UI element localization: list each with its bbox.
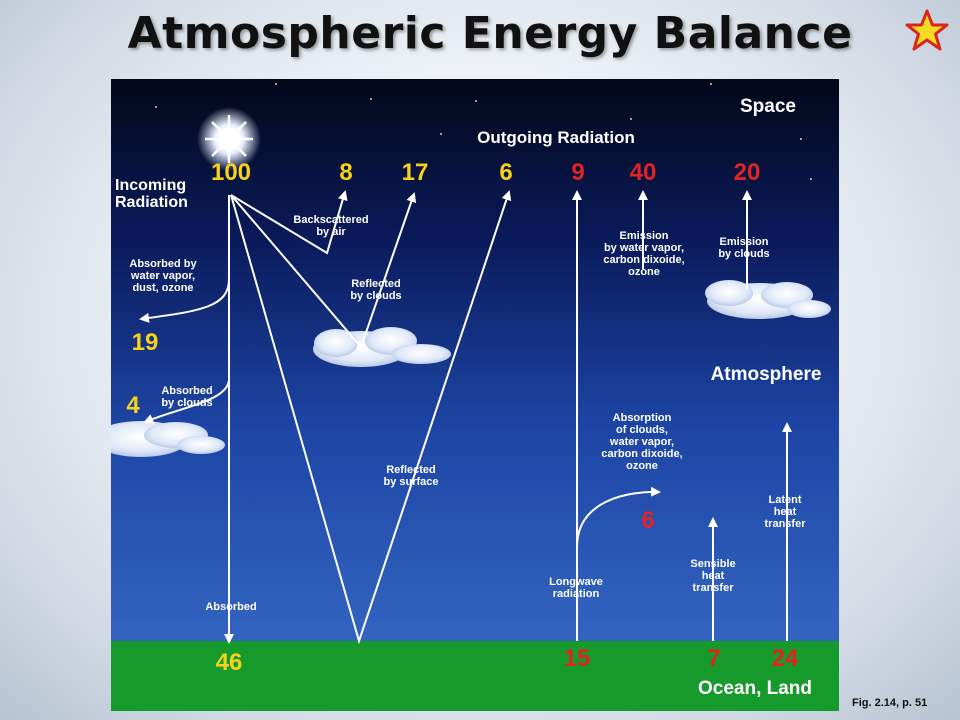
absorbed-vapor-label: Absorbed by water vapor, dust, ozone bbox=[129, 258, 197, 294]
star-icon[interactable] bbox=[904, 8, 950, 54]
diagram-graphics bbox=[111, 83, 831, 645]
value-longwave: 15 bbox=[563, 645, 591, 672]
value-reflected-surface: 6 bbox=[499, 159, 513, 186]
star-field bbox=[155, 83, 812, 190]
value-sensible: 7 bbox=[707, 645, 721, 672]
ground-band bbox=[111, 641, 839, 711]
ocean-land-label: Ocean, Land bbox=[697, 678, 813, 699]
value-absorbed-surface: 46 bbox=[215, 649, 243, 676]
absorbed-clouds-label: Absorbed by clouds bbox=[161, 385, 213, 409]
energy-balance-diagram: Space Outgoing Radiation Incoming Radiat… bbox=[111, 79, 839, 711]
incoming-radiation-label: Incoming Radiation bbox=[115, 177, 188, 212]
value-absorption: 6 bbox=[641, 507, 655, 534]
emission-clouds-label: Emission by clouds bbox=[718, 236, 770, 260]
reflected-clouds-label: Reflected by clouds bbox=[350, 278, 402, 302]
value-backscattered: 8 bbox=[339, 159, 353, 186]
atmosphere-label: Atmosphere bbox=[710, 364, 822, 385]
value-reflected-clouds: 17 bbox=[401, 159, 429, 186]
latent-heat-label: Latent heat transfer bbox=[764, 494, 806, 530]
sensible-heat-label: Sensible heat transfer bbox=[690, 558, 736, 594]
emission-vapor-label: Emission by water vapor, carbon dixoide,… bbox=[603, 230, 685, 278]
energy-arrows bbox=[139, 190, 792, 645]
sun-icon bbox=[197, 107, 261, 171]
value-incoming: 100 bbox=[210, 159, 252, 186]
value-emission-vapor: 40 bbox=[629, 159, 657, 186]
cloud-icon bbox=[111, 280, 831, 457]
slide-title: Atmospheric Energy Balance bbox=[127, 8, 853, 59]
outgoing-radiation-header: Outgoing Radiation bbox=[477, 128, 635, 147]
value-latent: 24 bbox=[771, 645, 799, 672]
value-absorbed-clouds: 4 bbox=[126, 392, 140, 419]
reflected-surface-label: Reflected by surface bbox=[383, 464, 439, 488]
space-label: Space bbox=[740, 96, 796, 117]
value-absorbed-vapor: 19 bbox=[131, 329, 159, 356]
absorption-label: Absorption of clouds, water vapor, carbo… bbox=[601, 412, 683, 472]
value-surface-emission: 9 bbox=[571, 159, 585, 186]
absorbed-surface-label: Absorbed bbox=[205, 601, 257, 613]
longwave-label: Longwave radiation bbox=[549, 576, 603, 600]
backscattered-label: Backscattered by air bbox=[293, 214, 369, 238]
figure-reference: Fig. 2.14, p. 51 bbox=[852, 697, 928, 709]
value-emission-clouds: 20 bbox=[733, 159, 761, 186]
